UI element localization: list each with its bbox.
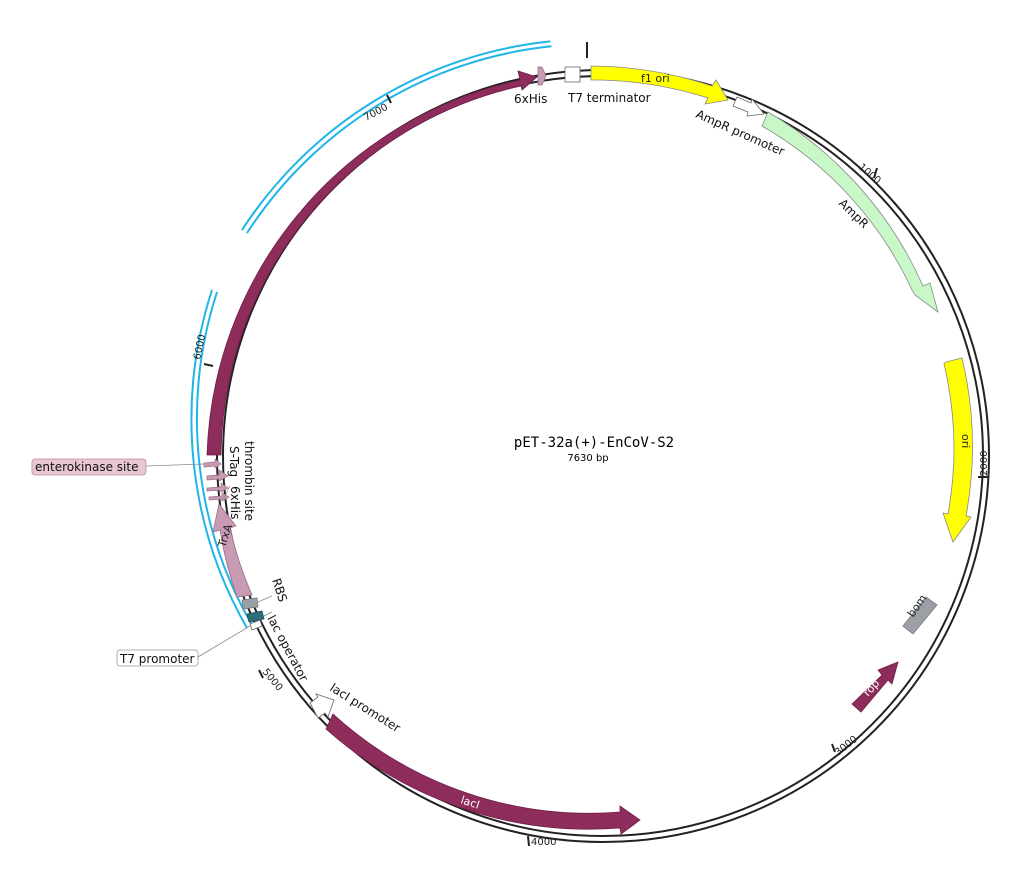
tick-3000 bbox=[831, 743, 836, 753]
plasmid-name: pET-32a(+)-EnCoV-S2 bbox=[514, 435, 674, 451]
his-tag-a-feature[interactable] bbox=[208, 492, 230, 502]
t7-promoter-callout[interactable] bbox=[116, 649, 199, 667]
s-tag-feature[interactable] bbox=[206, 482, 229, 493]
his-tag-a-label: 6xHis bbox=[228, 486, 242, 519]
enterokinase-site-callout[interactable] bbox=[31, 458, 147, 476]
tick-label-2000: 2000 bbox=[979, 451, 990, 476]
ori-arrow[interactable] bbox=[942, 357, 973, 543]
enterokinase-site-leader bbox=[145, 463, 205, 467]
t7-terminator-feature[interactable] bbox=[564, 66, 581, 83]
his-tag-b-label: 6xHis bbox=[514, 92, 547, 106]
laci-promoter-arrow[interactable] bbox=[309, 693, 335, 719]
tick-4000 bbox=[527, 835, 530, 847]
trxa-arrow[interactable] bbox=[212, 503, 253, 598]
rop-arrow[interactable] bbox=[851, 661, 899, 713]
thrombin-site-label: thrombin site bbox=[242, 441, 256, 521]
s2-arrow[interactable] bbox=[206, 70, 538, 456]
rbs-feature[interactable] bbox=[241, 597, 259, 610]
t7-terminator-label: T7 terminator bbox=[567, 91, 651, 105]
rbs-label: RBS bbox=[269, 577, 290, 604]
t7-promoter-feature[interactable] bbox=[249, 619, 263, 631]
insert-highlight-upper-inner bbox=[246, 45, 552, 234]
laci-label: lacI bbox=[459, 793, 481, 811]
ampr-arrow[interactable] bbox=[761, 111, 939, 314]
f1-ori-arrow[interactable] bbox=[590, 65, 729, 105]
t7-promoter-leader bbox=[197, 625, 251, 658]
f1-ori-label: f1 ori bbox=[641, 72, 670, 85]
laci-arrow[interactable] bbox=[325, 713, 641, 835]
bom-feature[interactable] bbox=[902, 596, 938, 635]
his-tag-b-feature[interactable] bbox=[537, 66, 547, 86]
lac-operator-feature[interactable] bbox=[246, 610, 265, 623]
tick-7000 bbox=[386, 94, 392, 104]
tick-6000 bbox=[203, 363, 214, 367]
t7-promoter-label: T7 promoter bbox=[119, 652, 195, 666]
tick-label-4000: 4000 bbox=[531, 837, 556, 848]
tick-1000 bbox=[873, 167, 878, 179]
enterokinase-site-feature[interactable] bbox=[203, 458, 222, 469]
s-tag-label: S-Tag bbox=[227, 446, 241, 477]
ampr-promoter-arrow[interactable] bbox=[732, 96, 765, 117]
plasmid-length: 7630 bp bbox=[567, 453, 608, 464]
insert-highlight-lower bbox=[190, 289, 248, 629]
insert-highlight-lower-inner bbox=[195, 291, 253, 626]
thrombin-site-feature[interactable] bbox=[206, 469, 229, 482]
tick-label-1000: 1000 bbox=[856, 162, 883, 187]
tick-5000 bbox=[258, 669, 264, 679]
ori-label: ori bbox=[959, 434, 972, 448]
tick-label-5000: 5000 bbox=[260, 667, 285, 694]
tick-marks: 1000 2000 3000 4000 5000 6000 7000 bbox=[192, 94, 990, 848]
enterokinase-site-label: enterokinase site bbox=[35, 460, 138, 474]
tick-label-6000: 6000 bbox=[192, 333, 208, 360]
